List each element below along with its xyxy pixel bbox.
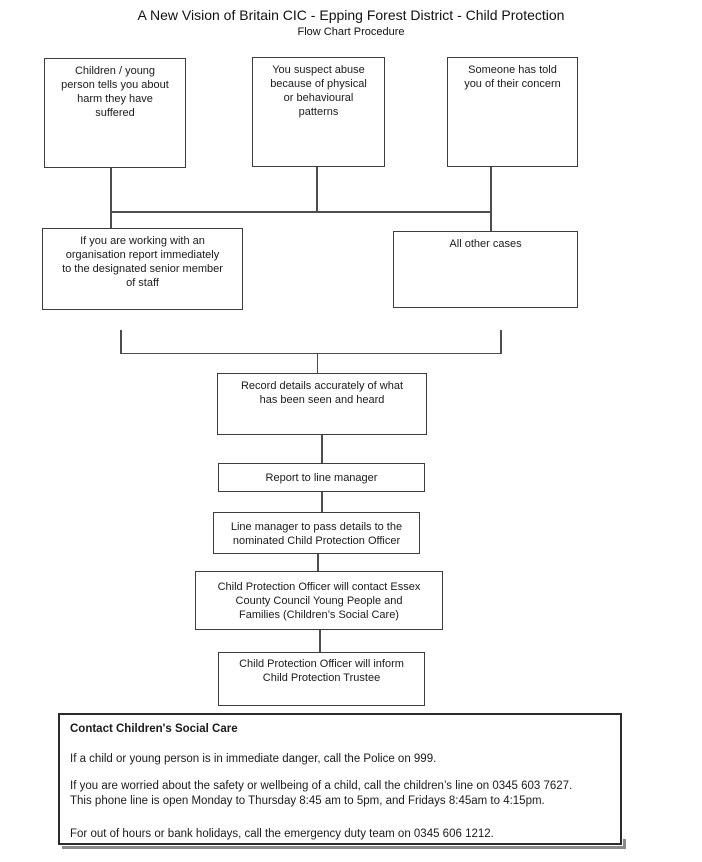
connector-row1-horizontal <box>110 211 492 213</box>
connector-concern-down <box>490 167 492 231</box>
page-subtitle: Flow Chart Procedure <box>297 26 405 38</box>
contact-panel: Contact Children's Social Care If a chil… <box>58 713 622 845</box>
connector-disclosure-down <box>110 168 112 228</box>
flow-box-cpo-contact: Child Protection Officer will contact Es… <box>195 571 443 630</box>
flow-box-line-manager: Line manager to pass details to the nomi… <box>213 512 420 554</box>
contact-paragraph-childrens-line: If you are worried about the safety or w… <box>70 780 573 807</box>
flow-box-other-cases: All other cases <box>393 231 578 308</box>
connector-bracket-center-down <box>316 353 318 373</box>
contact-paragraph-out-of-hours: For out of hours or bank holidays, call … <box>70 828 494 840</box>
contact-panel-shadow-bottom <box>62 846 626 849</box>
connector-bracket-left <box>120 330 122 354</box>
contact-paragraph-police: If a child or young person is in immedia… <box>70 753 437 765</box>
flow-box-cpo-inform: Child Protection Officer will inform Chi… <box>218 652 425 706</box>
flow-box-report: Report to line manager <box>218 463 425 492</box>
connector-cpo-to-trustee <box>319 630 321 652</box>
flow-box-concern: Someone has told you of their concern <box>447 57 578 167</box>
connector-bracket-right <box>500 330 502 354</box>
flow-box-suspect: You suspect abuse because of physical or… <box>252 57 385 167</box>
flow-box-disclosure: Children / young person tells you about … <box>44 58 186 168</box>
connector-report-to-linemanager <box>321 492 323 512</box>
connector-suspect-down <box>316 167 318 212</box>
flow-box-organisation: If you are working with an organisation … <box>42 228 243 310</box>
connector-bracket-horizontal <box>120 352 502 354</box>
flow-box-record: Record details accurately of what has be… <box>217 373 427 435</box>
contact-panel-shadow-corner <box>623 839 626 849</box>
contact-panel-heading: Contact Children's Social Care <box>70 723 238 735</box>
page-title: A New Vision of Britain CIC - Epping For… <box>137 7 565 23</box>
connector-record-to-report <box>321 435 323 463</box>
connector-linemanager-to-cpo <box>317 554 319 571</box>
